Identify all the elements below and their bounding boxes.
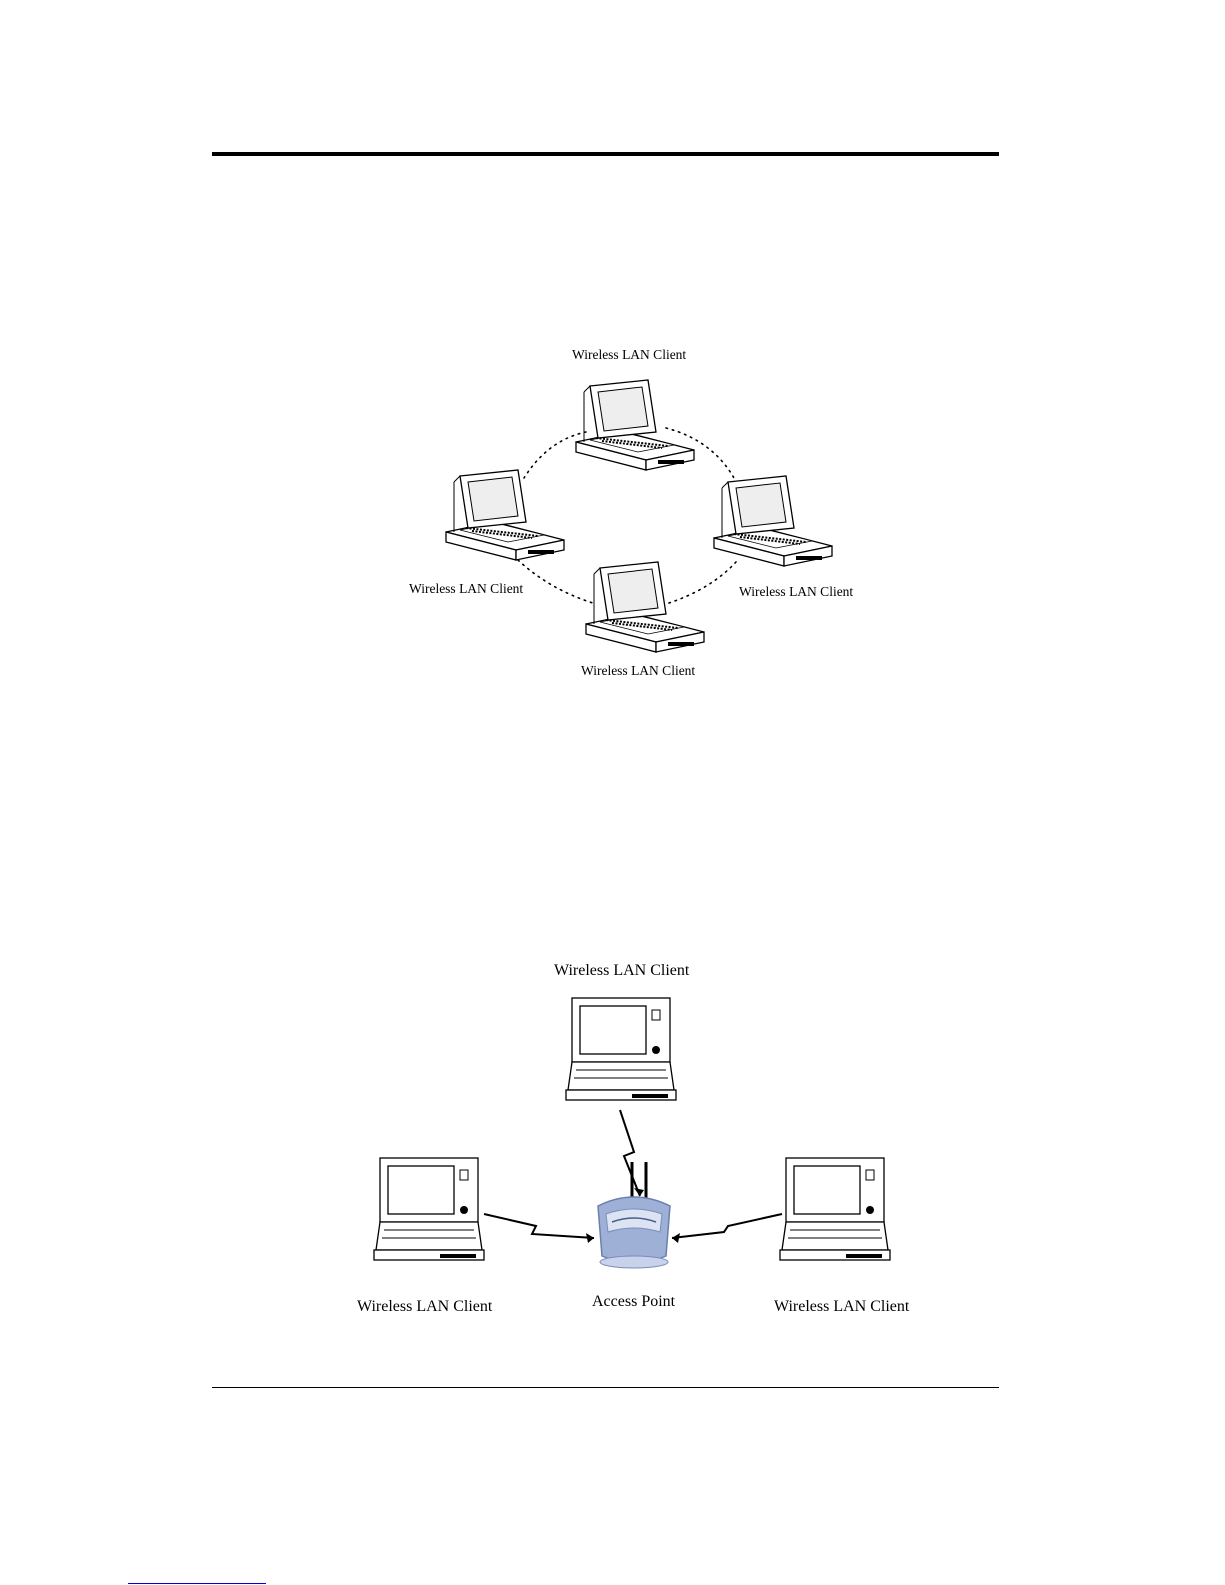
adhoc-label-top: Wireless LAN Client xyxy=(572,347,686,363)
infra-label-access-point: Access Point xyxy=(592,1293,675,1311)
adhoc-laptop-bottom xyxy=(586,562,704,652)
adhoc-laptop-right xyxy=(714,476,832,566)
infra-label-right: Wireless LAN Client xyxy=(774,1298,909,1316)
footer-link-underline[interactable] xyxy=(128,1583,266,1584)
adhoc-laptop-left xyxy=(446,470,564,560)
footer-rule xyxy=(212,1387,999,1388)
infra-label-top: Wireless LAN Client xyxy=(554,962,689,980)
adhoc-label-bottom: Wireless LAN Client xyxy=(581,663,695,679)
infra-label-left: Wireless LAN Client xyxy=(357,1298,492,1316)
infra-laptop-right xyxy=(780,1158,890,1260)
access-point-icon xyxy=(598,1162,670,1268)
infra-laptop-left xyxy=(374,1158,484,1260)
adhoc-laptop-top xyxy=(576,380,694,470)
adhoc-label-left: Wireless LAN Client xyxy=(409,581,523,597)
adhoc-label-right: Wireless LAN Client xyxy=(739,584,853,600)
infra-laptop-top xyxy=(566,998,676,1100)
